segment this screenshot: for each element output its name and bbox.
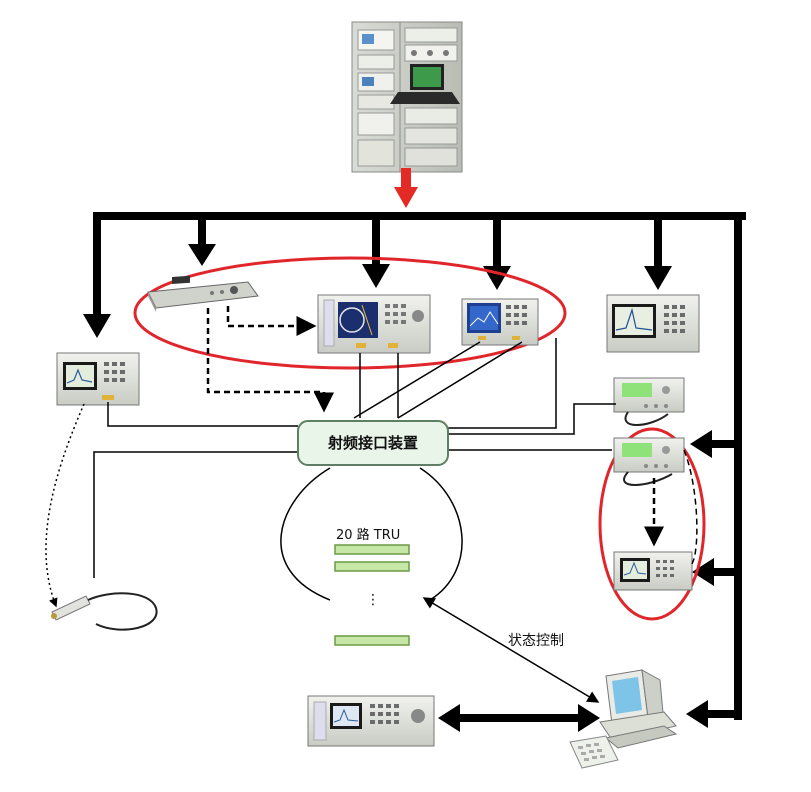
bus-down-arrows <box>83 216 672 338</box>
sensor-cable <box>623 471 673 486</box>
spectrum-analyzer-icon <box>461 298 539 346</box>
tru-ellipsis: ⋮ <box>366 592 380 608</box>
rf-interface-label: 射频接口装置 <box>327 434 418 452</box>
spectrum-analyzer-icon <box>613 551 693 591</box>
meter-side-cable <box>683 449 698 567</box>
signal-generator-icon <box>147 275 259 312</box>
power-meter-icon <box>613 377 685 413</box>
tru-bank <box>334 544 410 646</box>
rf-interface-box <box>297 420 449 466</box>
power-sensor-icon <box>51 592 158 631</box>
sensor-dotted-link <box>45 403 85 608</box>
signal-dashed-links <box>206 306 334 413</box>
tru-bar <box>334 561 410 572</box>
test-rack-icon <box>351 21 463 173</box>
tru-bar <box>334 544 410 555</box>
tru-label: 20 路 TRU <box>336 528 401 543</box>
power-meter-icon <box>56 352 140 406</box>
spectrum-analyzer-icon <box>606 294 700 353</box>
highlight-ellipse-top <box>133 256 567 370</box>
signal-generator-icon <box>307 695 435 747</box>
computer-icon <box>569 669 678 769</box>
state-control-label: 状态控制 <box>508 633 564 649</box>
tru-links <box>280 467 463 601</box>
rf-links <box>93 338 616 578</box>
highlight-ellipse-right <box>598 427 706 621</box>
state-control-arrow <box>422 597 600 703</box>
rack-feed-arrow <box>394 168 418 208</box>
tru-bar <box>334 635 410 646</box>
power-meter-icon <box>613 437 685 473</box>
vector-network-analyzer-icon <box>317 294 431 354</box>
bus-left-arrows <box>686 430 740 728</box>
sensor-cable <box>624 411 669 426</box>
computer-link-arrow <box>438 704 600 732</box>
